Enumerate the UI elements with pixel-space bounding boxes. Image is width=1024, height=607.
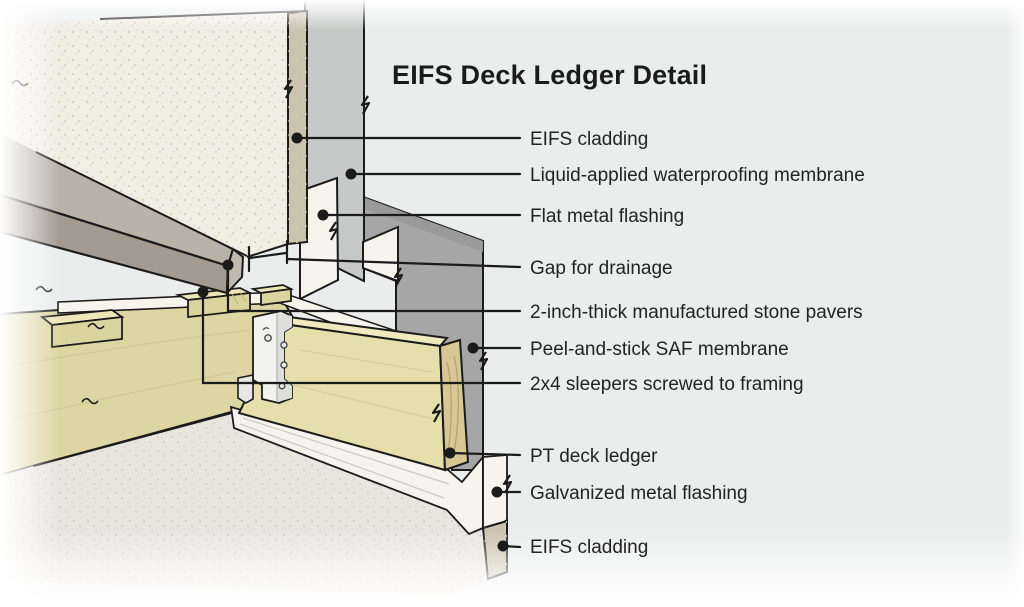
label-eifs-cladding-bottom: EIFS cladding	[530, 537, 648, 558]
ledger-end-grain	[446, 361, 452, 453]
hanger-hole	[264, 334, 272, 342]
callout-labels: EIFS cladding Liquid-applied waterproofi…	[530, 129, 865, 558]
deck-ledger-end	[438, 338, 470, 472]
eifs-edge-upper-texture	[288, 11, 307, 244]
leader-dots	[197, 132, 509, 552]
wall-paver-boundary	[35, 151, 248, 257]
ledger-grain	[292, 384, 439, 421]
hanger-hole	[280, 341, 288, 349]
leader-lines	[201, 136, 522, 549]
galv-crease	[239, 423, 445, 499]
label-liquid-membrane: Liquid-applied waterproofing membrane	[530, 165, 865, 186]
leader-stone-pavers	[226, 263, 522, 313]
wall-lower-top-edge	[32, 407, 247, 468]
label-saf-membrane: Peel-and-stick SAF membrane	[530, 339, 789, 360]
wall-bottom-edge	[246, 243, 289, 258]
hanger-nail-mark	[262, 327, 270, 331]
leader-gap-drainage	[247, 239, 522, 273]
diagram-title: EIFS Deck Ledger Detail	[392, 60, 707, 90]
eifs-wall-upper-texture	[0, 13, 288, 256]
leader-sleepers	[201, 290, 522, 385]
label-eifs-cladding-top: EIFS cladding	[530, 129, 648, 150]
galv-crease	[242, 417, 450, 485]
joist-hanger	[237, 310, 293, 404]
label-deck-ledger: PT deck ledger	[530, 446, 658, 467]
hanger-hole	[280, 361, 288, 369]
label-gap-drainage: Gap for drainage	[530, 258, 673, 279]
flat-flashing-upper	[299, 176, 340, 301]
label-galv-flashing: Galvanized metal flashing	[530, 483, 748, 504]
leader-deck-ledger	[448, 451, 522, 457]
label-flat-flashing: Flat metal flashing	[530, 206, 684, 227]
sleeper-end-grain	[231, 291, 247, 305]
ledger-end-grain	[452, 355, 460, 459]
sleeper-3-face	[260, 287, 292, 307]
label-sleepers: 2x4 sleepers screwed to framing	[530, 374, 804, 395]
saf-top-shade	[363, 197, 483, 252]
label-stone-pavers: 2-inch-thick manufactured stone pavers	[530, 302, 863, 323]
ledger-grain	[299, 349, 433, 373]
